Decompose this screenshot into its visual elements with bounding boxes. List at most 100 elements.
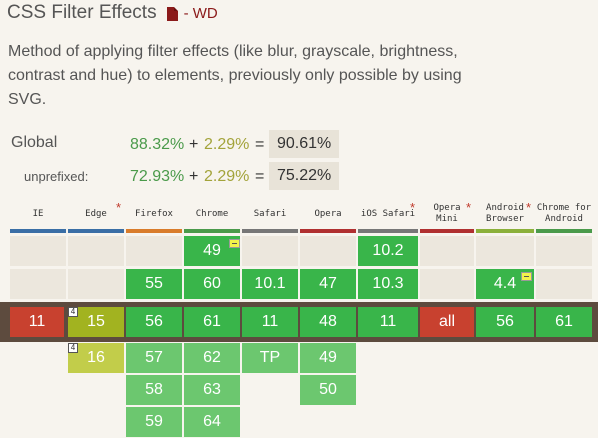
version-label: 15 [87, 313, 105, 330]
opera-version-cell[interactable]: 47 [300, 269, 356, 299]
opera-empty-1 [300, 236, 356, 266]
browser-name: Chrome [195, 208, 229, 219]
browser-name: Opera [314, 208, 342, 219]
version-label: 11 [261, 313, 279, 330]
chromeandroid-empty-2 [536, 269, 592, 299]
version-label: 4.4 [493, 275, 517, 292]
version-label: 11 [379, 313, 397, 330]
version-label: 57 [145, 349, 163, 366]
version-label: 56 [145, 313, 163, 330]
unprefixed-partial: 2.29% [204, 168, 250, 185]
note-star-icon: * [466, 200, 472, 215]
unprefixed-label: unprefixed: [24, 169, 89, 184]
safari-future-cell[interactable]: TP [242, 343, 298, 373]
safari-version-cell[interactable]: 10.1 [242, 269, 298, 299]
browser-name: Opera Mini [433, 203, 461, 224]
browser-color-bar [10, 229, 66, 233]
note-star-icon: * [410, 200, 416, 215]
chrome-future-cell[interactable]: 62 [184, 343, 240, 373]
version-label: 55 [145, 275, 163, 292]
browser-header-firefox[interactable]: Firefox [126, 196, 182, 232]
firefox-future-cell[interactable]: 57 [126, 343, 182, 373]
global-label: Global [11, 134, 58, 151]
current-safari-cell[interactable]: 11 [242, 307, 298, 337]
browser-name: IE [32, 208, 44, 219]
browser-header-chrome[interactable]: Chrome [184, 196, 240, 232]
note-flag: 4 [68, 343, 78, 353]
ios-version-cell[interactable]: 10.3 [358, 269, 418, 299]
version-label: 48 [319, 313, 337, 330]
chrome-version-cell[interactable]: 60 [184, 269, 240, 299]
chromeandroid-empty-1 [536, 236, 592, 266]
spec-status[interactable]: - WD [183, 4, 218, 22]
current-chromeandroid-cell[interactable]: 61 [536, 307, 592, 337]
global-partial: 2.29% [204, 136, 250, 153]
firefox-future-cell[interactable]: 59 [126, 407, 182, 437]
ie-empty-2 [10, 269, 66, 299]
version-label: 49 [319, 349, 337, 366]
version-label: 61 [555, 313, 573, 330]
global-equals: = [255, 136, 265, 153]
browser-color-bar [358, 229, 418, 233]
partial-support-flag [229, 239, 240, 248]
opera-future-cell[interactable]: 50 [300, 375, 356, 405]
edge-empty-1 [68, 236, 124, 266]
browser-name: Chrome for Android [536, 203, 592, 224]
version-label: 11 [28, 313, 46, 330]
version-label: 10.3 [372, 275, 404, 292]
global-usage-row: Global 88.32% + 2.29% = 90.61% [0, 130, 340, 160]
current-ios-cell[interactable]: 11 [358, 307, 418, 337]
ios-version-cell[interactable]: 10.2 [358, 236, 418, 266]
current-opera-cell[interactable]: 48 [300, 307, 356, 337]
ie-empty-1 [10, 236, 66, 266]
version-label: 63 [203, 381, 221, 398]
version-label: 50 [319, 381, 337, 398]
android-empty-1 [476, 236, 534, 266]
version-label: 56 [496, 313, 514, 330]
browser-name: iOS Safari [360, 208, 416, 219]
current-android-cell[interactable]: 56 [476, 307, 534, 337]
edge-empty-2 [68, 269, 124, 299]
browser-color-bar [242, 229, 298, 233]
global-total: 90.61% [269, 130, 340, 158]
browser-header-opera-mini[interactable]: Opera Mini [420, 196, 474, 232]
version-label: 49 [203, 242, 221, 259]
browser-color-bar [536, 229, 592, 233]
current-firefox-cell[interactable]: 56 [126, 307, 182, 337]
browser-header-ie[interactable]: IE [10, 196, 66, 232]
opera-future-cell[interactable]: 49 [300, 343, 356, 373]
firefox-version-cell[interactable]: 55 [126, 269, 182, 299]
browser-header-ios-safari[interactable]: iOS Safari [358, 196, 418, 232]
version-label: all [438, 313, 455, 330]
operamini-empty-1 [420, 236, 474, 266]
note-star-icon: * [526, 200, 532, 215]
browser-header-opera[interactable]: Opera [300, 196, 356, 232]
current-chrome-cell[interactable]: 61 [184, 307, 240, 337]
browser-name: Safari [253, 208, 287, 219]
version-label: 10.1 [254, 275, 286, 292]
document-icon[interactable] [166, 7, 178, 21]
version-label: 62 [203, 349, 221, 366]
note-star-icon: * [116, 200, 122, 215]
global-supported: 88.32% [130, 136, 185, 153]
chrome-future-cell[interactable]: 63 [184, 375, 240, 405]
unprefixed-equals: = [255, 168, 265, 185]
browser-header-android-browser[interactable]: Android Browser [476, 196, 534, 232]
browser-header-safari[interactable]: Safari [242, 196, 298, 232]
browser-header-chrome-for-android[interactable]: Chrome for Android [536, 196, 592, 232]
browser-header-edge[interactable]: Edge [68, 196, 124, 232]
note-flag: 4 [68, 307, 78, 317]
browser-name: Android Browser [486, 203, 524, 224]
feature-description: Method of applying filter effects (like … [8, 43, 462, 108]
browser-color-bar [300, 229, 356, 233]
browser-color-bar [476, 229, 534, 233]
firefox-future-cell[interactable]: 58 [126, 375, 182, 405]
current-ie-cell[interactable]: 11 [10, 307, 64, 337]
partial-support-flag [521, 272, 532, 281]
version-label: 16 [87, 349, 105, 366]
firefox-empty-1 [126, 236, 182, 266]
current-operamini-cell[interactable]: all [420, 307, 474, 337]
chrome-future-cell[interactable]: 64 [184, 407, 240, 437]
version-label: 61 [203, 313, 221, 330]
browser-color-bar [420, 229, 474, 233]
